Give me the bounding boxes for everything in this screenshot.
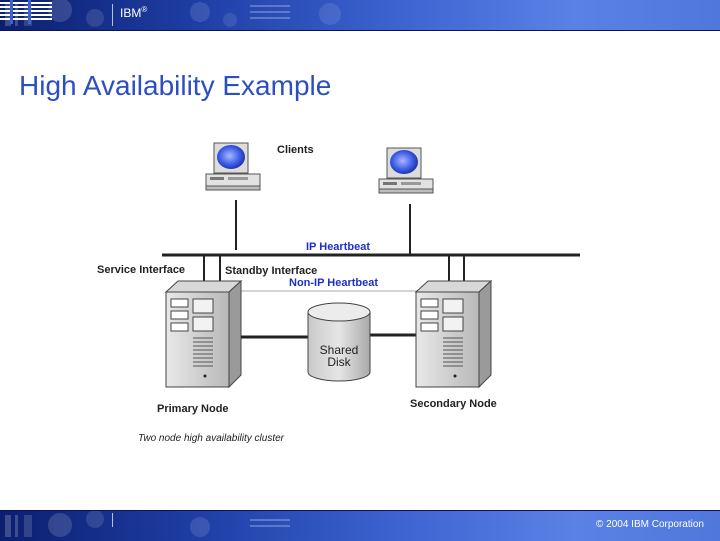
- ha-cluster-diagram: Clients IP Heartbeat Service Interface S…: [97, 142, 580, 444]
- bottom-banner: © 2004 IBM Corporation: [0, 510, 720, 541]
- shared-disk-icon: [307, 302, 371, 382]
- banner-pattern: [5, 0, 341, 27]
- primary-node-label: Primary Node: [157, 403, 229, 415]
- copyright-text: © 2004 IBM Corporation: [596, 519, 704, 530]
- service-interface-label: Service Interface: [97, 264, 185, 276]
- page-title: High Availability Example: [19, 70, 332, 101]
- top-banner: IBM®: [0, 0, 720, 31]
- client-workstation-2-icon: [378, 147, 434, 194]
- clients-label: Clients: [277, 144, 314, 156]
- ip-heartbeat-label: IP Heartbeat: [306, 241, 370, 253]
- shared-disk-label-line1: Shared: [320, 343, 359, 357]
- standby-interface-label: Standby Interface: [225, 265, 317, 277]
- brand-label: IBM®: [120, 5, 148, 20]
- shared-disk-label-line2: Disk: [327, 355, 351, 369]
- client-workstation-1-icon: [205, 142, 261, 191]
- secondary-node-server-icon: [414, 279, 493, 389]
- primary-node-server-icon: [164, 279, 243, 389]
- footer-pattern: [5, 511, 290, 537]
- diagram-caption: Two node high availability cluster: [138, 433, 285, 444]
- ibm-logo: [0, 0, 52, 24]
- secondary-node-label: Secondary Node: [410, 398, 497, 410]
- non-ip-heartbeat-label: Non-IP Heartbeat: [289, 277, 378, 289]
